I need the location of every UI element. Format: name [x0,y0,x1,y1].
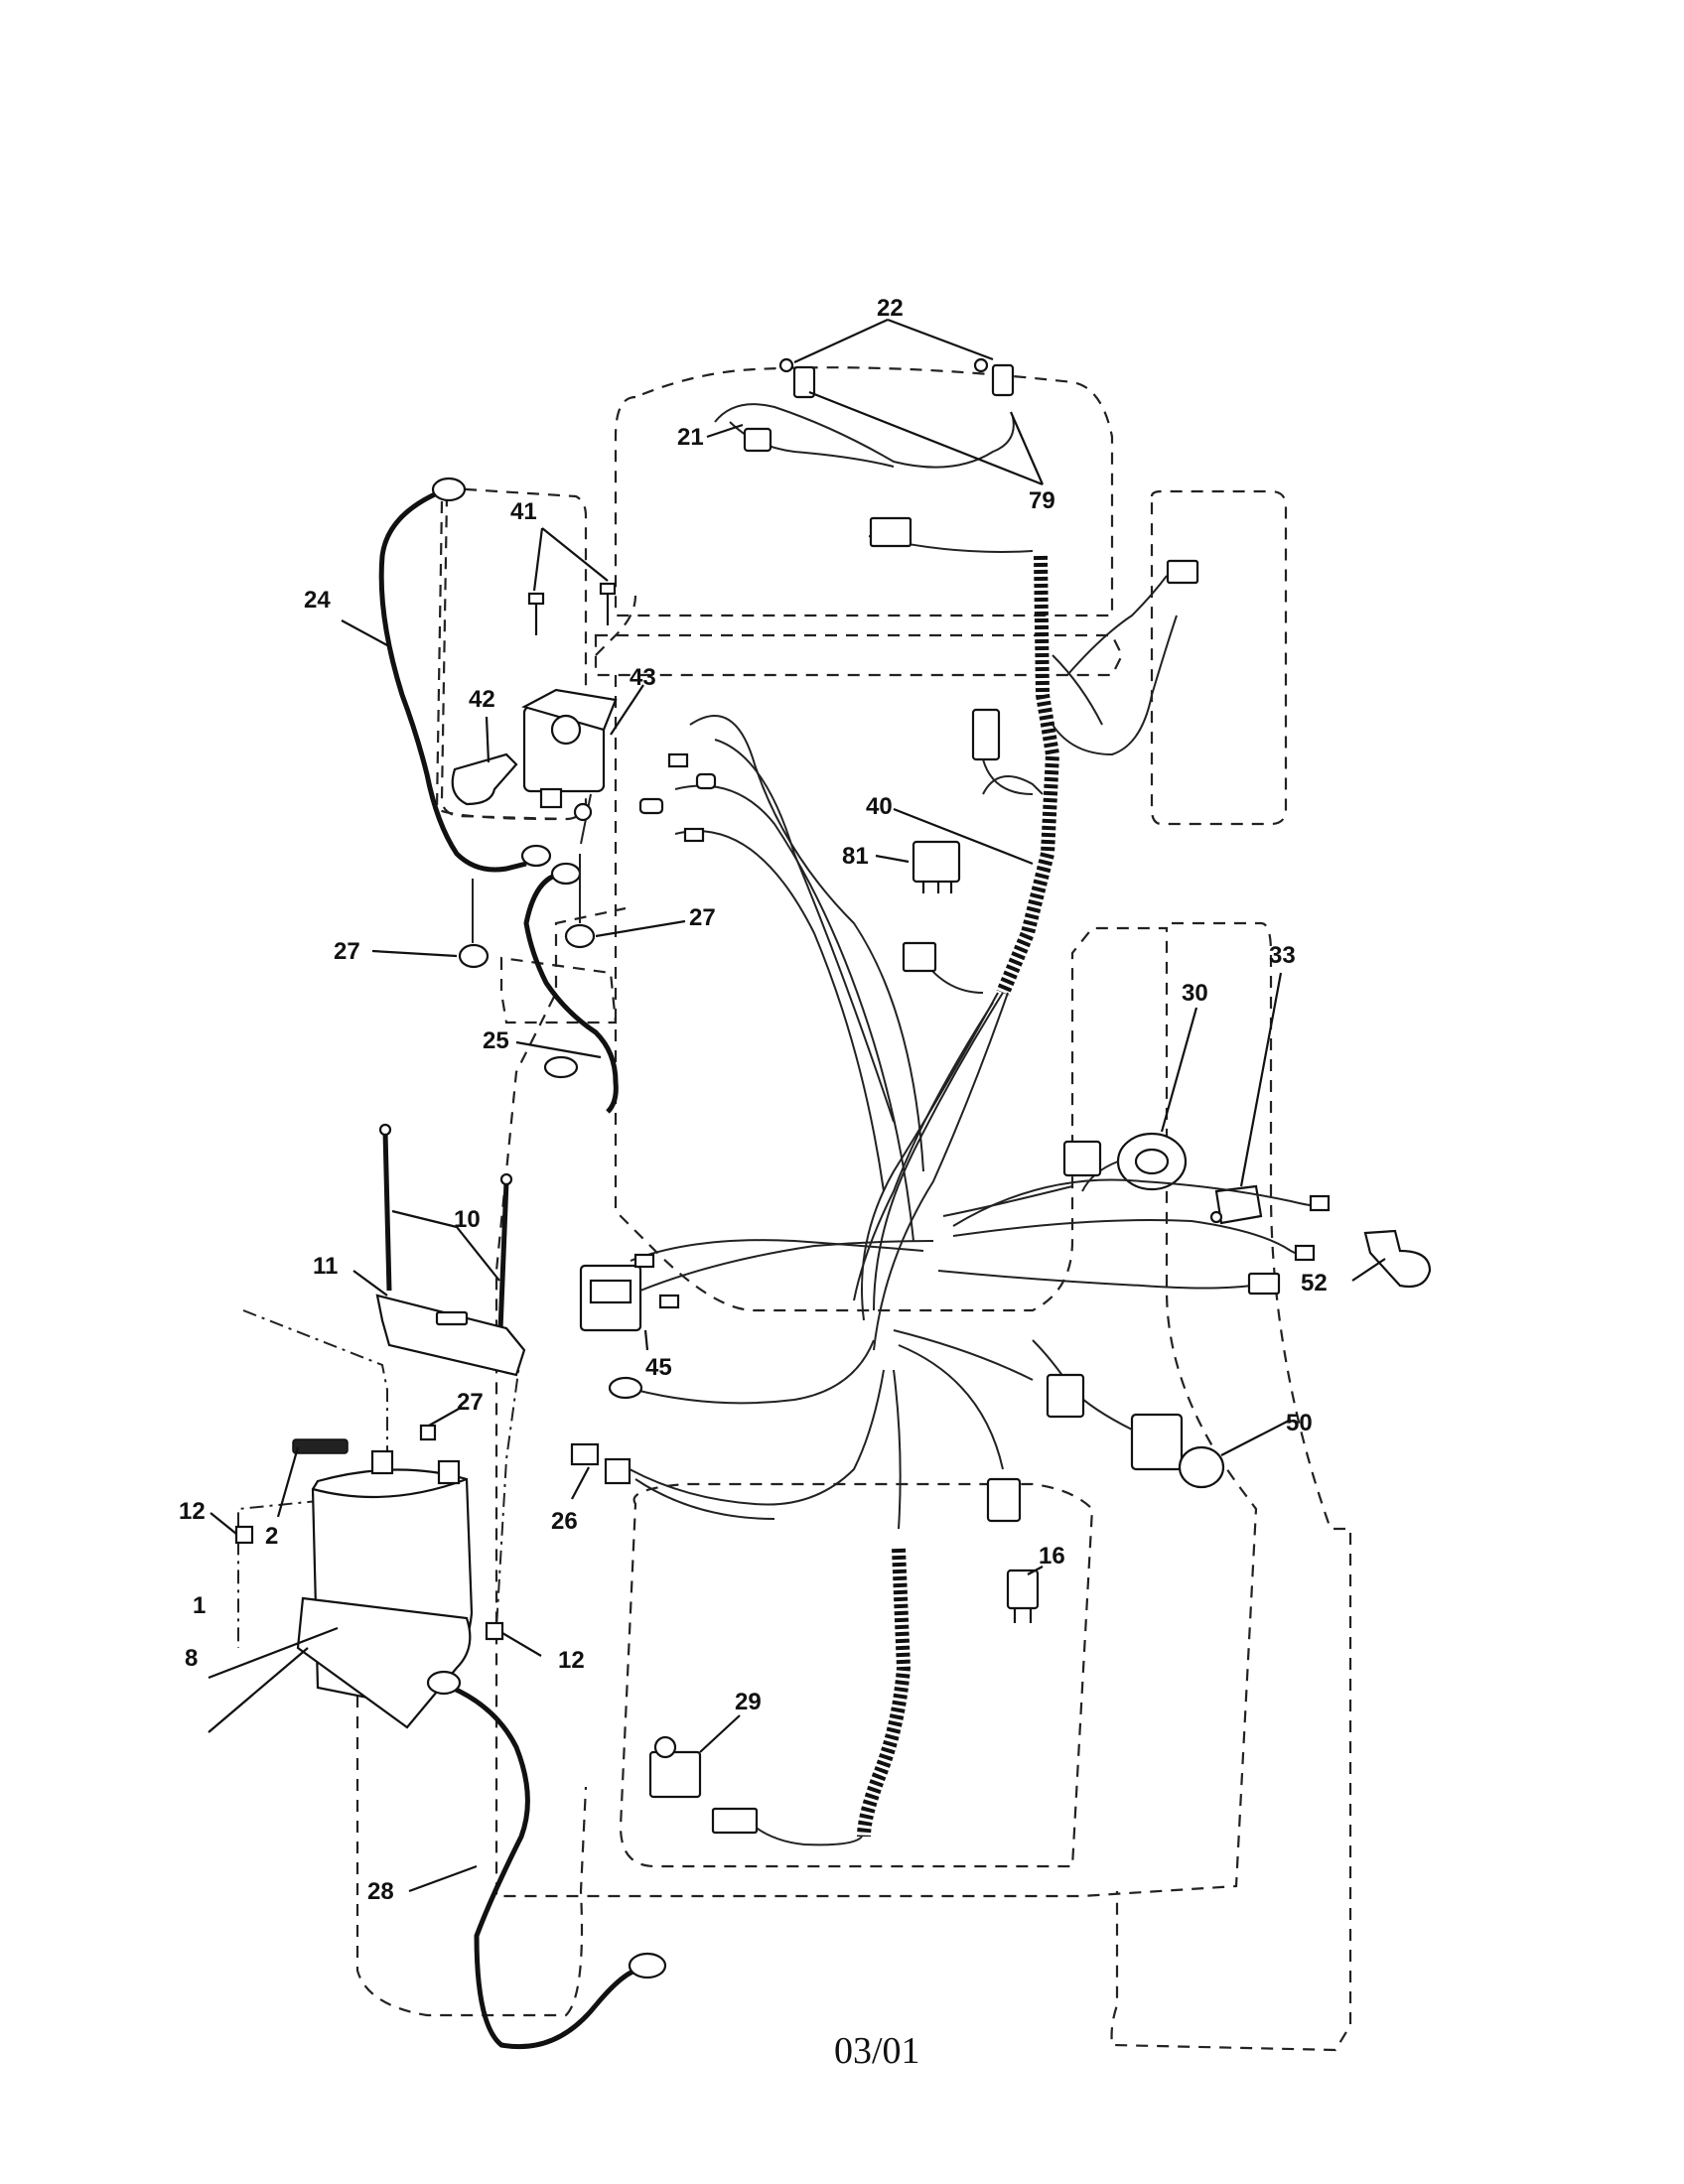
hour-meter-45 [579,1239,934,1351]
harness-coil-lower [857,1548,912,1838]
pto-switch-body [1130,1413,1184,1471]
lower-harness [648,1369,912,1846]
bolt-2 [292,1438,349,1454]
callout-42: 42 [469,686,495,713]
right-front-wheel-outline [1150,489,1288,826]
hold-down-bracket-11 [375,1294,526,1377]
frame-outline [494,675,1258,1898]
hex-nut-right [564,923,596,949]
harness-connector-21 [743,427,772,453]
starter-solenoid [451,527,644,845]
connector-right-lower [1247,1272,1281,1296]
ground-ring-terminal [608,1376,643,1400]
connector-multi [1046,1373,1085,1419]
callouts: 22 21 79 41 24 42 43 40 81 27 27 25 33 3… [179,295,1328,1905]
callout-28: 28 [367,1878,394,1905]
cable-28 [408,1670,667,2050]
plug-52 [1363,1229,1432,1289]
headlight-harness-wire [714,403,1015,469]
front-axle-outline [594,633,1124,677]
callout-2: 2 [265,1523,278,1550]
callout-25: 25 [483,1027,509,1054]
connector-top [869,516,912,548]
fuse-body [570,1442,600,1466]
cable-24 [341,477,552,873]
callout-12-left: 12 [179,1498,206,1525]
hex-nut-left [458,943,490,969]
ground-wire [608,1339,875,1405]
clip-12-left [234,1525,254,1545]
connector-right-upper [1166,559,1199,585]
callout-1: 1 [193,1592,206,1619]
callout-43: 43 [630,664,656,691]
fuse-26 [570,1369,885,1520]
callout-27-battery: 27 [457,1389,484,1416]
callout-11: 11 [313,1253,338,1280]
seat-switch-16 [1006,1566,1044,1623]
dash-panel-outline [595,595,637,656]
hold-down-rod-left [382,1131,392,1292]
callout-24: 24 [304,587,331,614]
clip-12-right [485,1621,504,1641]
callout-26: 26 [551,1508,578,1535]
callout-30: 30 [1182,980,1208,1007]
headlight-assembly [706,318,1045,486]
solenoid-mount-outline [435,500,557,821]
callout-22: 22 [877,295,904,322]
rear-frame-outline [1110,921,1352,2052]
connector-29 [711,1807,759,1835]
callout-50: 50 [1286,1410,1313,1436]
nuts-27 [371,854,686,969]
harness-coil-upper [996,555,1060,996]
battery-cable-24 [378,490,527,873]
relay-body [912,840,961,884]
battery-tray-8 [296,1596,472,1729]
battery-hold-down-rod-line [237,1309,388,1648]
terminal-boot-42 [451,752,518,806]
nut-27-battery [419,1424,437,1441]
callout-45: 45 [645,1354,672,1381]
callout-52: 52 [1301,1270,1328,1297]
callout-12-right: 12 [558,1647,585,1674]
callout-27-left: 27 [334,938,360,965]
callout-81: 81 [842,843,869,870]
callout-79: 79 [1029,487,1055,514]
cable-25 [515,862,619,1114]
switch-16-body [1006,1569,1040,1610]
callout-27-right: 27 [689,904,716,931]
switch-29-body [648,1750,702,1799]
battery-panel-outline [499,956,618,1024]
battery-cable-25 [523,871,619,1114]
battery-assembly [208,1123,542,1733]
callout-10: 10 [454,1206,481,1233]
headlight-socket-left [792,365,816,399]
callout-21: 21 [677,424,704,451]
pto-switch-50 [893,1329,1292,1523]
right-side-wires [937,1178,1432,1296]
relay-81 [875,840,961,893]
switch-connector [1062,1140,1102,1177]
chassis-outlines [237,366,1352,2052]
callout-40: 40 [866,793,893,820]
callout-41: 41 [510,498,537,525]
footer-date: 03/01 [834,2030,920,2072]
battery-rod-line-right [495,1349,522,1629]
main-wire-harness [638,516,1199,1351]
callout-16: 16 [1039,1543,1065,1570]
battery-cable-28 [450,1685,636,2050]
hold-down-rod-right [497,1180,509,1331]
ignition-plug-33 [1209,972,1283,1225]
headlight-socket-right [991,363,1015,397]
callout-33: 33 [1269,942,1296,969]
ignition-switch-30 [1062,1007,1198,1192]
callout-29: 29 [735,1689,762,1715]
connector-mid [971,708,1001,761]
seat-deck-outline [619,1482,1094,1868]
callout-8: 8 [185,1645,198,1672]
connector-left-mid [902,941,937,973]
left-rear-wheel-outline [355,1633,588,2017]
connector-16 [986,1477,1022,1523]
